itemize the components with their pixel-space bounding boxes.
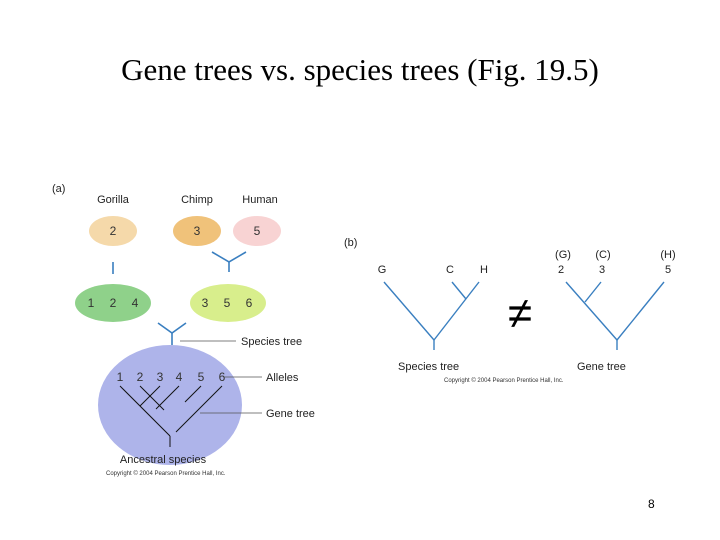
species-tree-callout: Species tree [241,336,302,348]
not-equal-symbol: ≠ [508,289,532,338]
species-tree-connectors [112,251,247,345]
callout-lines [180,340,262,414]
group2-allele-3: 6 [246,296,253,310]
human-population [233,216,281,246]
ancestral-allele-1: 1 [117,370,124,384]
gorilla-ancestor-population [75,284,151,322]
panel-b-copyright: Copyright © 2004 Pearson Prentice Hall, … [444,377,564,384]
panel-a-copyright: Copyright © 2004 Pearson Prentice Hall, … [106,470,226,477]
gene-tree-allele-3: 3 [599,264,605,276]
ancestral-allele-6: 6 [219,370,226,384]
slide-title: Gene trees vs. species trees (Fig. 19.5) [121,52,599,87]
species-tree-b-lines [383,281,480,350]
panel-a-label: (a) [52,183,65,195]
page-number: 8 [648,497,655,511]
panel-b-label: (b) [344,237,357,249]
gene-tree-b-lines [565,281,665,350]
ancestral-allele-4: 4 [176,370,183,384]
ancestral-allele-2: 2 [137,370,144,384]
species-tree-caption: Species tree [398,361,459,373]
human-allele: 5 [254,224,261,238]
gene-tree-species-c: (C) [595,249,610,261]
gorilla-population [89,216,137,246]
alleles-callout: Alleles [266,372,299,384]
species-tree-tip-g: G [378,264,387,276]
ancestral-species-population [98,345,242,465]
ancestral-allele-3: 3 [157,370,164,384]
group1-allele-2: 2 [110,296,117,310]
species-tree-tip-h: H [480,264,488,276]
ancestral-species-label: Ancestral species [120,454,207,466]
species-tree-tip-c: C [446,264,454,276]
gene-tree-callout: Gene tree [266,408,315,420]
gene-tree-lines [119,385,223,447]
gene-tree-allele-5: 5 [665,264,671,276]
group2-allele-2: 5 [224,296,231,310]
group1-allele-1: 1 [88,296,95,310]
group2-allele-1: 3 [202,296,209,310]
chimp-population [173,216,221,246]
chimp-allele: 3 [194,224,201,238]
chimp-human-ancestor-population [190,284,266,322]
gene-tree-species-g: (G) [555,249,571,261]
species-name-gorilla: Gorilla [97,194,130,206]
gene-tree-species-h: (H) [660,249,675,261]
gorilla-allele: 2 [110,224,117,238]
species-name-chimp: Chimp [181,194,213,206]
gene-tree-allele-2: 2 [558,264,564,276]
ancestral-allele-5: 5 [198,370,205,384]
species-name-human: Human [242,194,277,206]
gene-tree-caption: Gene tree [577,361,626,373]
group1-allele-3: 4 [132,296,139,310]
